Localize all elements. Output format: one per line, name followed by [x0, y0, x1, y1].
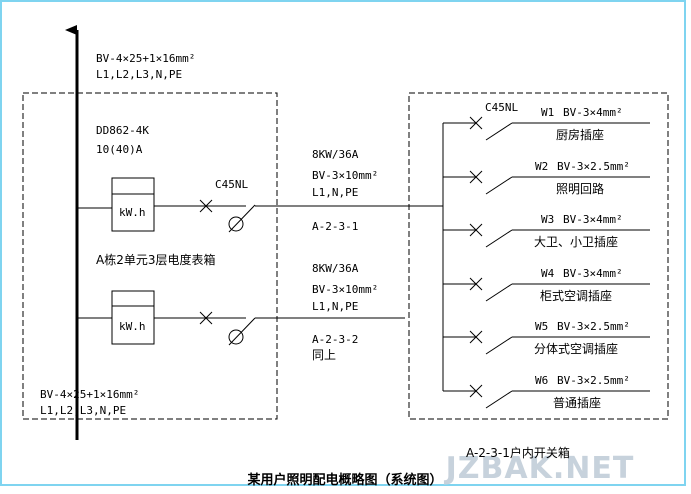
feeder-2-label: A-2-3-2	[312, 333, 358, 346]
feeder-1-switch-blade	[228, 204, 256, 233]
circuit-w4-cable: BV-3×4mm²	[563, 267, 623, 280]
circuit-w5-code: W5	[535, 320, 548, 333]
feeder-2-breaker-x	[199, 311, 213, 325]
riser-bottom-cable: BV-4×25+1×16mm²	[40, 388, 139, 401]
switch-box-breaker-label: C45NL	[485, 101, 518, 114]
circuit-w4: W4 BV-3×4mm² 柜式空调插座	[443, 267, 650, 303]
riser-top-cable: BV-4×25+1×16mm²	[96, 52, 195, 65]
meter-2	[111, 290, 155, 345]
circuit-w1-name: 厨房插座	[556, 127, 604, 142]
circuit-w5: W5 BV-3×2.5mm² 分体式空调插座	[443, 320, 650, 356]
feeder-2-cable: BV-3×10mm²	[312, 283, 378, 296]
feeder-2-note: 同上	[312, 348, 336, 362]
feeder-2-switch-blade	[228, 317, 256, 346]
circuit-w1-cable: BV-3×4mm²	[563, 106, 623, 119]
circuit-w2-name: 照明回路	[556, 181, 604, 196]
meter-box-outline	[22, 92, 278, 420]
meter-box-caption: A栋2单元3层电度表箱	[96, 252, 215, 267]
circuit-w3: W3 BV-3×4mm² 大卫、小卫插座	[443, 213, 650, 249]
circuit-w4-name: 柜式空调插座	[540, 288, 612, 303]
circuit-w2: W2 BV-3×2.5mm² 照明回路	[443, 160, 650, 196]
feeder-1-label: A-2-3-1	[312, 220, 358, 233]
switch-box-caption: A-2-3-1户内开关箱	[466, 445, 570, 460]
circuit-w6-cable: BV-3×2.5mm²	[557, 374, 630, 387]
circuit-w2-code: W2	[535, 160, 548, 173]
meter-model: DD862-4K	[96, 124, 149, 137]
circuit-w4-code: W4	[541, 267, 555, 280]
switch-box-outline	[408, 92, 669, 420]
meter-1	[111, 177, 155, 232]
meter-rating: 10(40)A	[96, 143, 143, 156]
circuit-w2-cable: BV-3×2.5mm²	[557, 160, 630, 173]
circuit-w1-code: W1	[541, 106, 554, 119]
feeder-1-breaker-x	[199, 199, 213, 213]
watermark: JZBAK.NET	[444, 451, 635, 486]
feeder-2-phases: L1,N,PE	[312, 300, 358, 313]
circuit-w5-cable: BV-3×2.5mm²	[557, 320, 630, 333]
diagram-title: 某用户照明配电概略图（系统图）	[246, 472, 442, 488]
feeder-1-rating: 8KW/36A	[312, 148, 359, 161]
feeder-1-phases: L1,N,PE	[312, 186, 358, 199]
feeder-2-rcd-circle	[228, 329, 244, 345]
circuit-w6-name: 普通插座	[553, 395, 601, 410]
circuit-w6: W6 BV-3×2.5mm² 普通插座	[443, 374, 650, 410]
circuit-w6-code: W6	[535, 374, 548, 387]
feeder-1-rcd-circle	[228, 216, 244, 232]
circuit-w1: W1 BV-3×4mm² 厨房插座	[443, 106, 650, 142]
riser-top-phases: L1,L2,L3,N,PE	[96, 68, 182, 81]
feeder-1-cable: BV-3×10mm²	[312, 169, 378, 182]
circuit-w3-cable: BV-3×4mm²	[563, 213, 623, 226]
circuit-w3-code: W3	[541, 213, 554, 226]
meter-2-unit: kW.h	[119, 320, 146, 333]
image-frame	[0, 0, 686, 486]
circuit-w3-name: 大卫、小卫插座	[534, 234, 618, 249]
meter-1-unit: kW.h	[119, 206, 146, 219]
feeder-2-rating: 8KW/36A	[312, 262, 359, 275]
riser-bottom-phases: L1,L2,L3,N,PE	[40, 404, 126, 417]
circuit-w5-name: 分体式空调插座	[534, 341, 618, 356]
feeder-1-breaker-label: C45NL	[215, 178, 248, 191]
